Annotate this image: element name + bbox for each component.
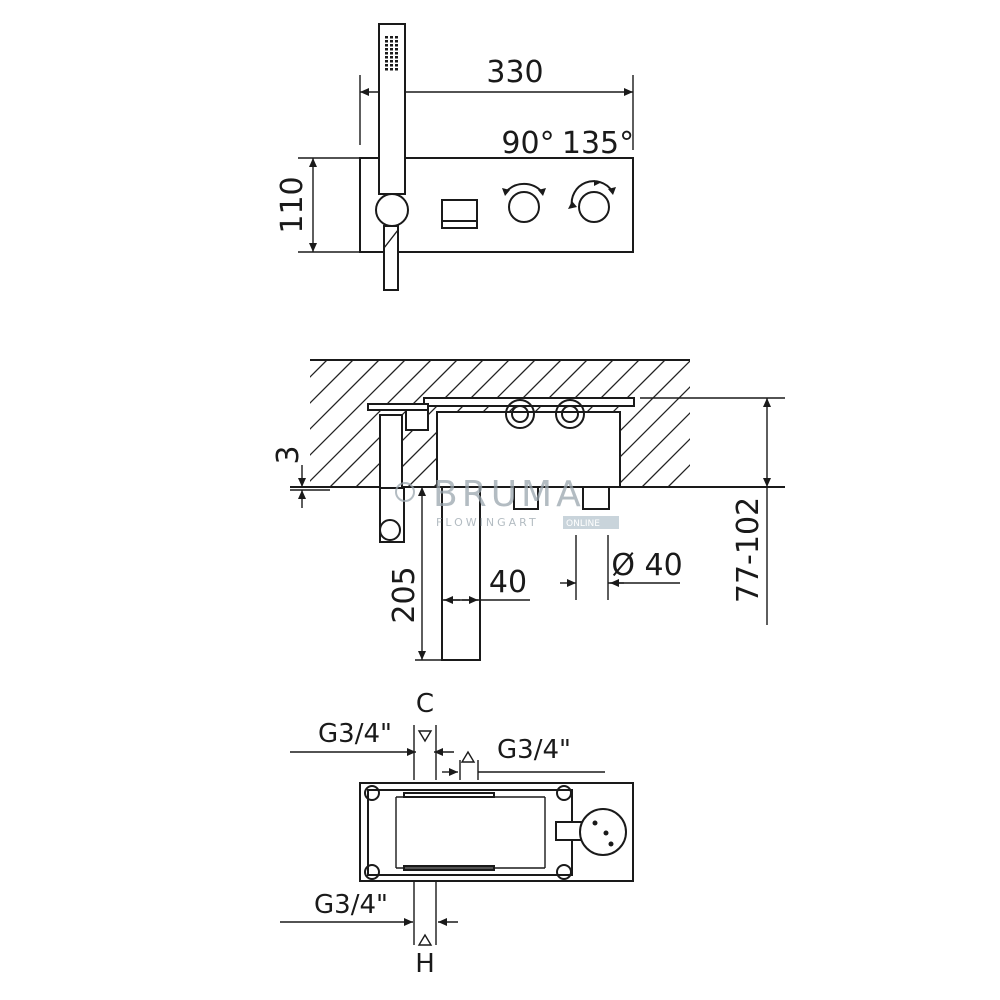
nozzle-dot xyxy=(385,56,388,59)
top-slot xyxy=(403,792,495,798)
hot-marker xyxy=(417,933,433,946)
spout-width-dimension: 40 xyxy=(442,565,530,604)
height-dimension: 110 xyxy=(275,157,360,253)
nozzle-dot xyxy=(385,36,388,39)
angle-135-label: 135° xyxy=(562,126,634,161)
nozzle-dot xyxy=(390,48,393,51)
bottom-slot xyxy=(403,865,495,871)
nozzle-dot xyxy=(390,64,393,67)
knob-side-2 xyxy=(582,486,610,510)
depth-label: 3 xyxy=(271,445,306,464)
nozzle-dot xyxy=(390,60,393,63)
watermark-tagline-badge xyxy=(563,516,619,529)
right-inlet-label: G3/4" xyxy=(497,735,571,765)
cold-marker xyxy=(417,730,433,743)
nozzle-dot xyxy=(390,44,393,47)
nozzle-dot xyxy=(395,44,398,47)
hatch-line xyxy=(310,360,328,487)
left-inlet-label: G3/4" xyxy=(318,719,392,749)
nozzle-dot xyxy=(385,60,388,63)
thermostat-knob-90 xyxy=(502,182,546,223)
hand-shower xyxy=(375,23,409,291)
hatch-line xyxy=(641,360,690,487)
hatch-line xyxy=(720,360,847,487)
flow-control-knob-135 xyxy=(568,180,616,223)
nozzle-dot xyxy=(385,48,388,51)
nozzle-dot xyxy=(395,56,398,59)
nozzle-dot xyxy=(390,68,393,71)
shower-nozzle-grid xyxy=(385,36,398,71)
top-view: C G3/4" G3/4" G3/4" xyxy=(280,689,634,979)
spout-width-label: 40 xyxy=(489,565,527,600)
height-label: 110 xyxy=(275,176,310,233)
nozzle-dot xyxy=(385,68,388,71)
hatch-line xyxy=(615,360,690,487)
nozzle-dot xyxy=(385,64,388,67)
hatch-line xyxy=(310,360,406,487)
spout xyxy=(441,486,481,661)
front-view: 330 110 90° 135° xyxy=(275,23,634,291)
body-outline xyxy=(359,782,634,882)
watermark: BRUMA FLOWINGART ONLINE xyxy=(395,474,619,529)
nozzle-dot xyxy=(390,52,393,55)
hatch-line xyxy=(310,360,432,487)
nozzle-dot xyxy=(390,56,393,59)
width-label: 330 xyxy=(486,55,543,90)
cartridge-knob xyxy=(579,808,627,856)
hatch-line xyxy=(310,360,380,487)
wall-plate xyxy=(359,157,634,253)
angle-90-label: 90° xyxy=(501,126,554,161)
nozzle-dot xyxy=(395,40,398,43)
nozzle-dot xyxy=(385,52,388,55)
nozzle-dot xyxy=(385,44,388,47)
spout-length-dimension: 205 xyxy=(387,486,442,661)
hatch-line xyxy=(798,360,925,487)
nozzle-dot xyxy=(385,40,388,43)
nozzle-dot xyxy=(395,64,398,67)
inlet-marker xyxy=(460,750,476,763)
watermark-tagline: FLOWINGART xyxy=(436,516,539,529)
hatch-line xyxy=(310,360,354,487)
hatch-line xyxy=(772,360,899,487)
knob-side-1 xyxy=(513,486,539,510)
knob-diameter-label: Ø 40 xyxy=(611,548,682,583)
depth-dimension: 3 xyxy=(271,445,330,508)
nozzle-dot xyxy=(395,36,398,39)
nozzle-dot xyxy=(395,52,398,55)
nozzle-dot xyxy=(395,48,398,51)
shower-holder xyxy=(375,193,409,227)
shower-side xyxy=(367,403,429,543)
side-view: 3 205 40 Ø 40 xyxy=(271,359,925,661)
embed-depth-label: 77-102 xyxy=(731,497,766,603)
hatch-line xyxy=(694,360,821,487)
watermark-brand: BRUMA xyxy=(433,474,585,515)
watermark-tagline-suffix: ONLINE xyxy=(566,519,600,529)
knob-diameter-dimension: Ø 40 xyxy=(560,535,683,600)
hatch-line xyxy=(667,360,690,487)
body-inner xyxy=(367,789,573,876)
hatch-line xyxy=(746,360,873,487)
hot-inlet-label: H xyxy=(415,949,435,979)
bottom-inlet-label: G3/4" xyxy=(314,890,388,920)
cold-inlet-label: C xyxy=(416,689,434,719)
watermark-logo-icon xyxy=(395,482,415,502)
nozzle-dot xyxy=(390,40,393,43)
nozzle-dot xyxy=(390,36,393,39)
spout-length-label: 205 xyxy=(387,566,422,623)
nozzle-dot xyxy=(395,68,398,71)
nozzle-dot xyxy=(395,60,398,63)
embed-depth-dimension: 77-102 xyxy=(640,397,785,625)
diverter-button xyxy=(441,199,478,229)
shower-outlet-elbow xyxy=(383,225,399,291)
